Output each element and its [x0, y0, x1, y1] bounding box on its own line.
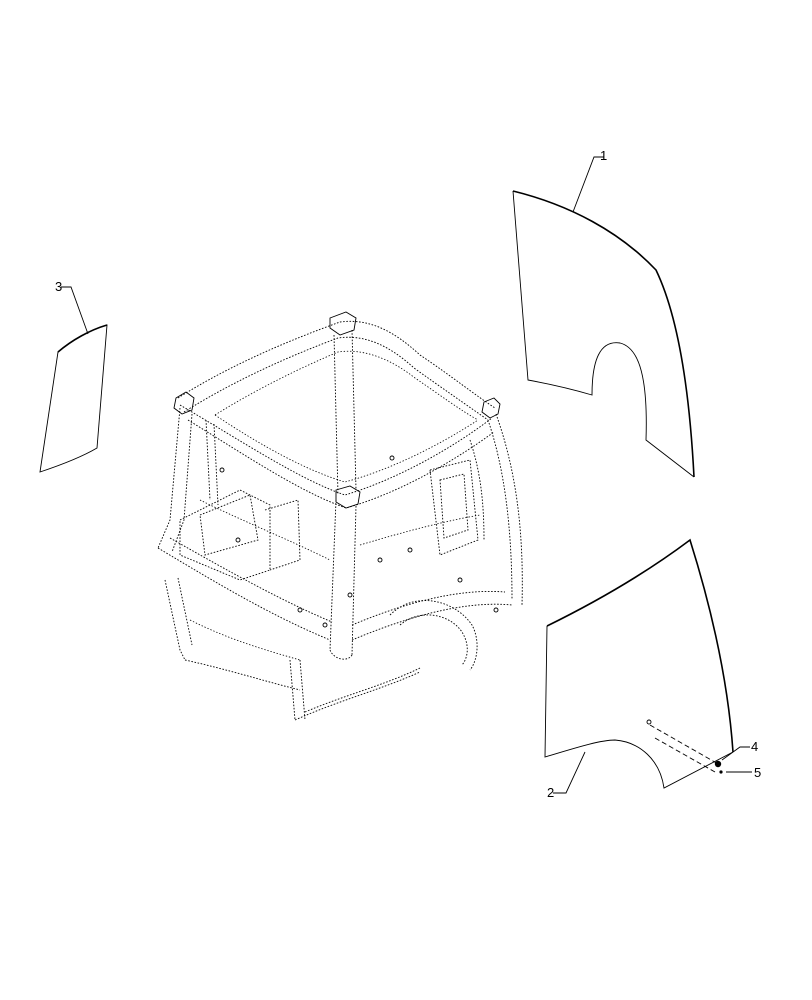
part-2-window: [544, 538, 734, 789]
callout-4: 4: [751, 739, 758, 754]
callout-1: 1: [600, 148, 607, 163]
cab-frame: [157, 311, 523, 721]
part-1-window: [512, 190, 695, 478]
callout-3: 3: [55, 279, 62, 294]
callout-2: 2: [547, 785, 554, 800]
callout-5: 5: [754, 765, 761, 780]
part-3-window: [39, 324, 108, 473]
callout-leaders: [61, 156, 752, 794]
